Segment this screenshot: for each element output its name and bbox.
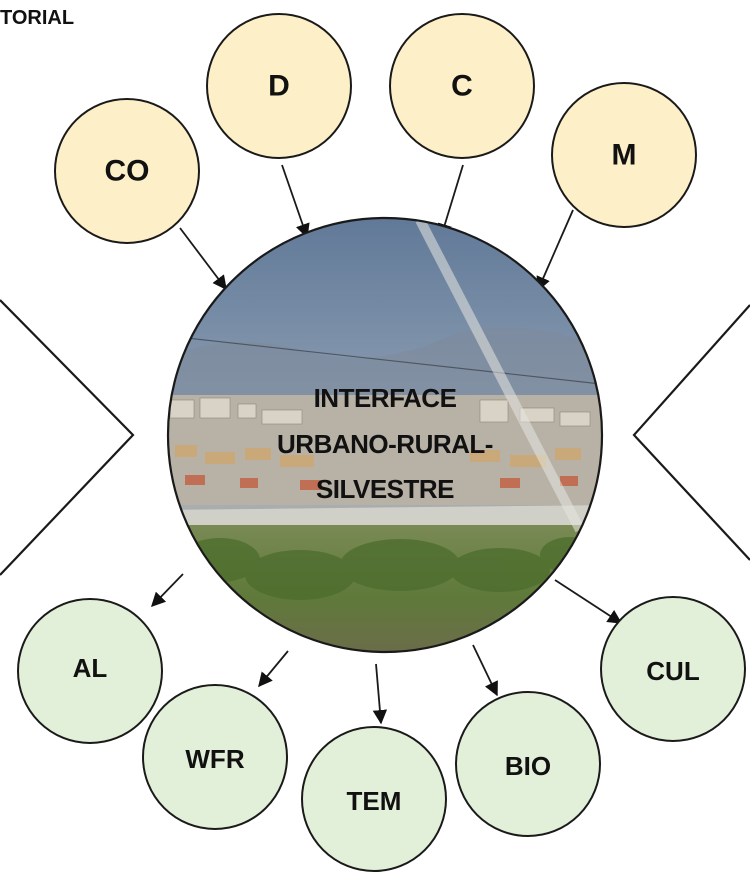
arrow-cul xyxy=(554,579,623,624)
arrow-wfr xyxy=(258,650,289,688)
service-label-wfr: WFR xyxy=(185,744,244,774)
driver-label-co: CO xyxy=(105,155,150,188)
central-photo-circle: INTERFACE URBANO-RURAL- SILVESTRE xyxy=(166,216,604,654)
arrow-co xyxy=(179,227,227,291)
arrow-al xyxy=(150,573,184,608)
service-label-tem: TEM xyxy=(347,786,402,816)
arrow-m xyxy=(536,209,574,292)
arrow-c xyxy=(437,164,464,239)
partial-title: TORIAL xyxy=(0,7,74,29)
service-node-wfr: WFR xyxy=(142,684,288,830)
arrow-d xyxy=(281,164,310,239)
center-label-line-3: SILVESTRE xyxy=(316,474,454,504)
left-chevron xyxy=(0,299,135,576)
service-node-cul: CUL xyxy=(600,596,746,742)
driver-node-m: M xyxy=(551,82,697,228)
service-node-tem: TEM xyxy=(301,726,447,872)
service-label-cul: CUL xyxy=(646,656,700,686)
right-chevron xyxy=(632,304,750,561)
arrow-bio xyxy=(472,644,498,697)
center-label-line-1: INTERFACE xyxy=(314,383,457,413)
service-label-al: AL xyxy=(73,653,108,683)
service-node-al: AL xyxy=(17,598,163,744)
driver-node-c: C xyxy=(389,13,535,159)
arrow-tem xyxy=(372,663,388,725)
service-label-bio: BIO xyxy=(505,751,551,781)
driver-label-d: D xyxy=(268,70,290,103)
driver-label-m: M xyxy=(612,139,637,172)
driver-node-d: D xyxy=(206,13,352,159)
center-label-line-2: URBANO-RURAL- xyxy=(277,429,493,459)
driver-label-c: C xyxy=(451,70,473,103)
service-node-bio: BIO xyxy=(455,691,601,837)
driver-node-co: CO xyxy=(54,98,200,244)
